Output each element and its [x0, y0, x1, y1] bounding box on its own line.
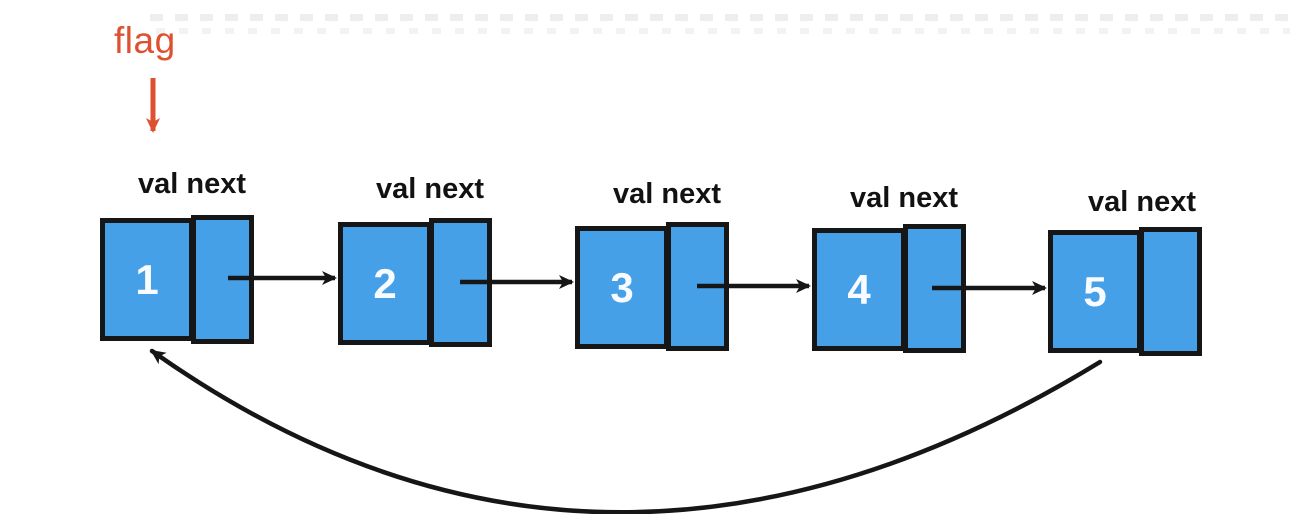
node-3-next-cell [666, 222, 729, 351]
node-5-value: 5 [1083, 267, 1107, 315]
node-5-next-cell [1139, 227, 1202, 356]
faint-dashed-line-artifact [150, 14, 1290, 36]
node-1-val-cell: 1 [100, 218, 194, 341]
node-1-next-cell [191, 215, 254, 344]
node-4-next-cell [903, 224, 966, 353]
node-2-next-cell [429, 218, 492, 347]
node-2-value: 2 [373, 259, 397, 307]
node-1-value: 1 [135, 255, 159, 303]
node-field-label: val next [1088, 186, 1196, 218]
node-field-label: val next [613, 178, 721, 210]
node-2-val-cell: 2 [338, 222, 432, 345]
node-5-val-cell: 5 [1048, 230, 1142, 353]
node-field-label: val next [138, 168, 246, 200]
flag-label: flag [114, 20, 176, 61]
node-3-value: 3 [610, 263, 634, 311]
node-3-val-cell: 3 [575, 226, 669, 349]
cycle-back-arrow-5-to-1 [149, 348, 1103, 514]
node-field-label: val next [850, 182, 958, 214]
node-field-label: val next [376, 173, 484, 205]
node-4-value: 4 [847, 265, 871, 313]
node-4-val-cell: 4 [812, 228, 906, 351]
